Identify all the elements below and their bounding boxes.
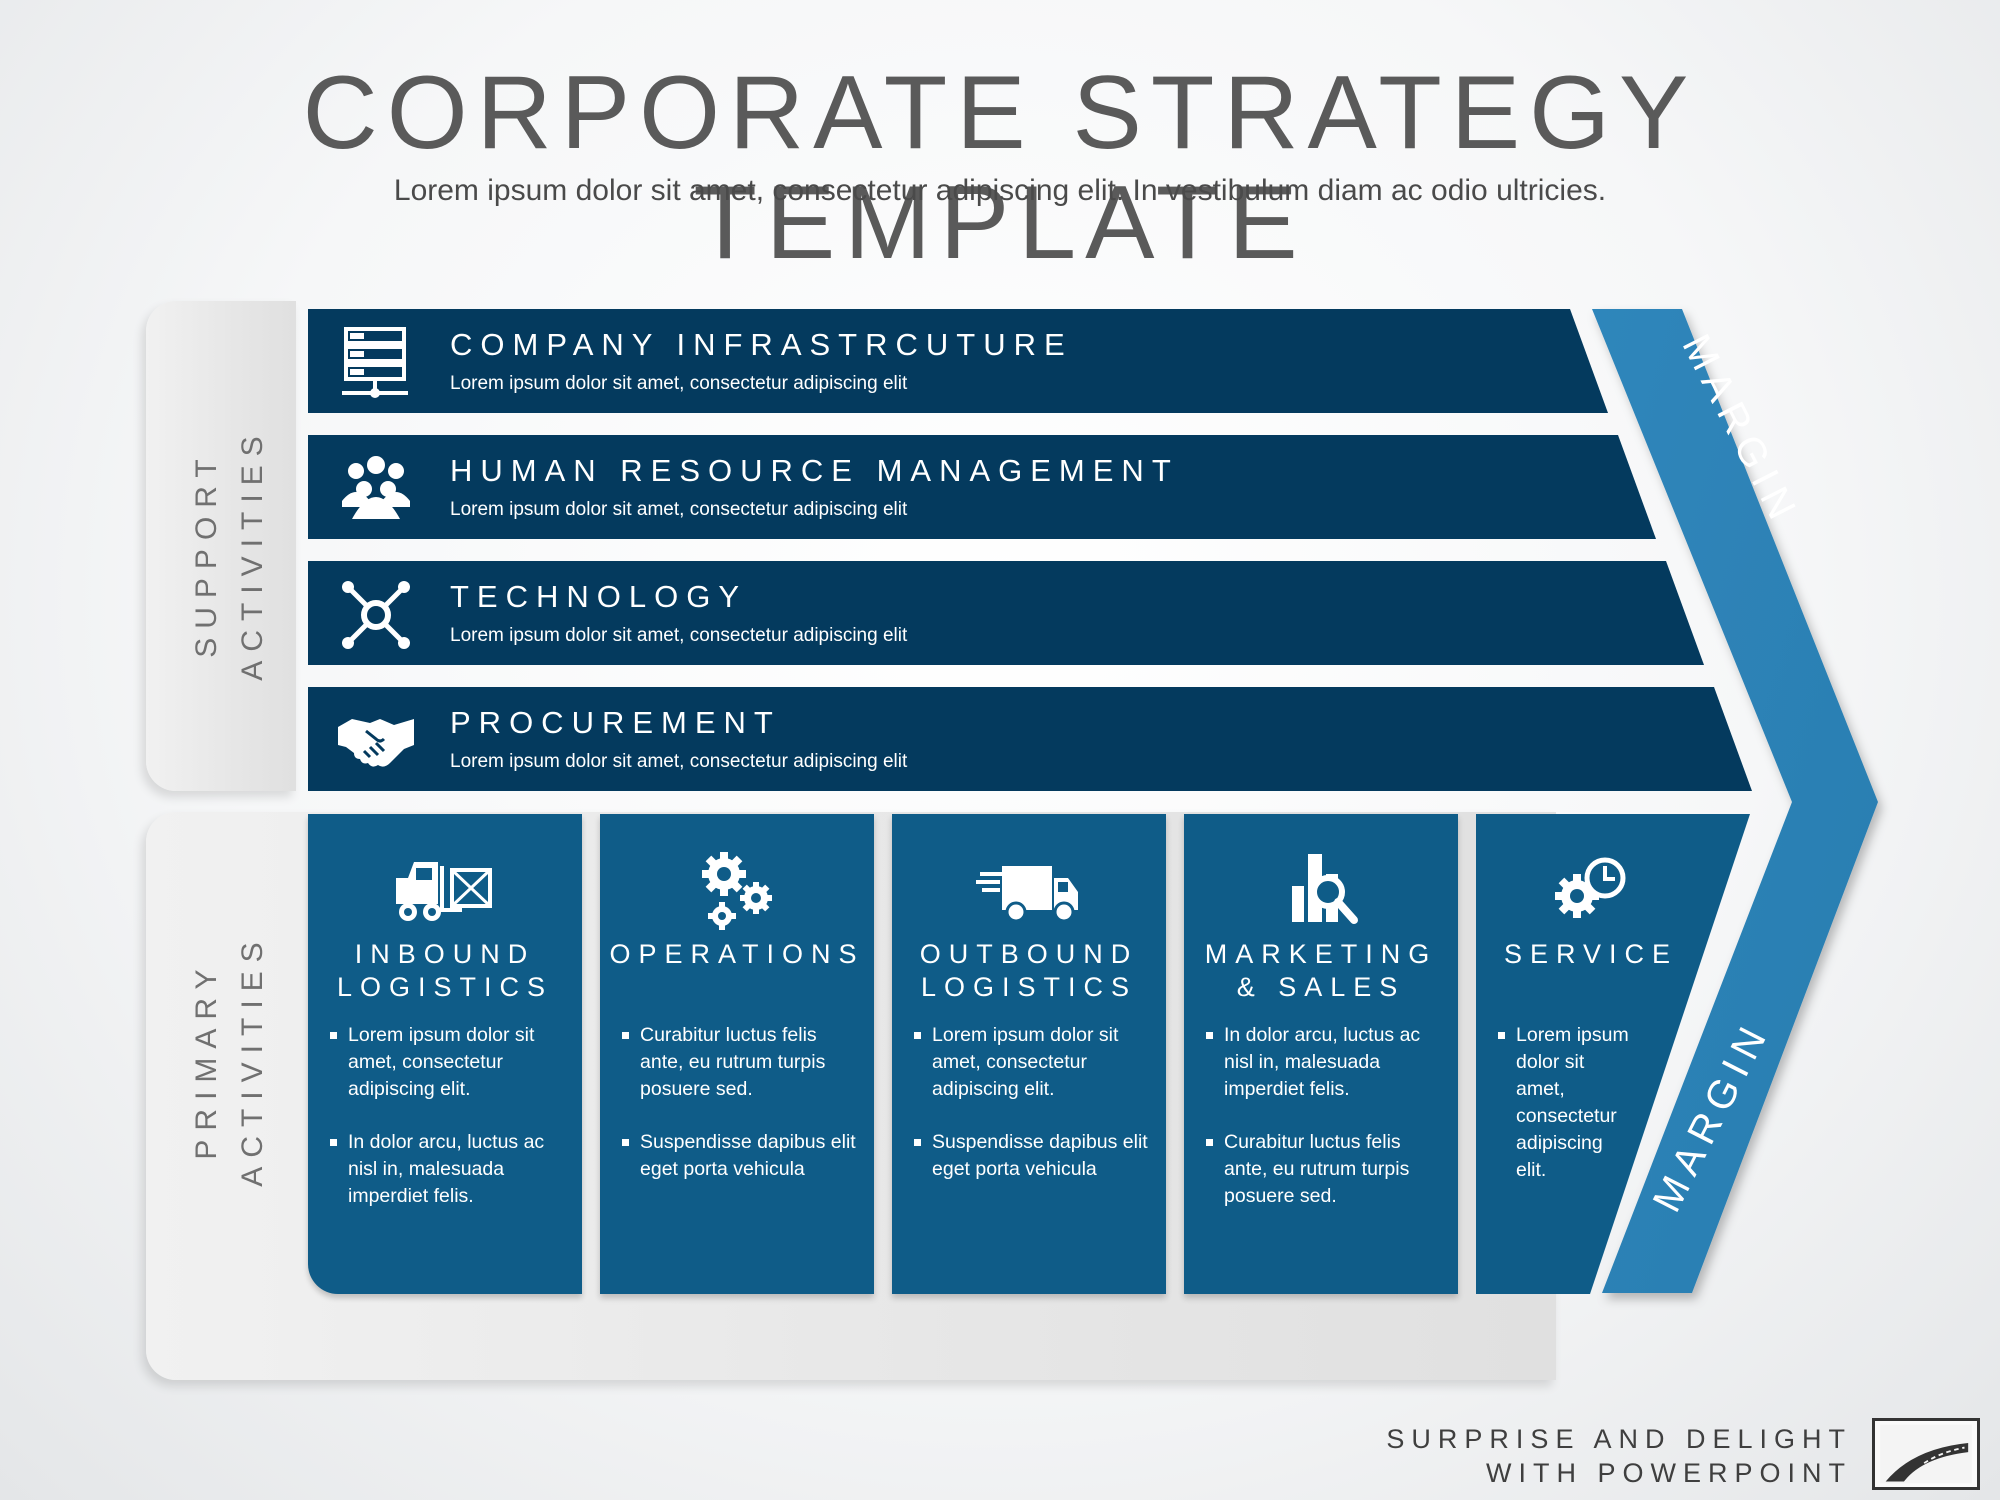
list-item: Lorem ipsum dolor sit amet, consectetur … (914, 1022, 1152, 1103)
support-bar-procurement: PROCUREMENT Lorem ipsum dolor sit amet, … (308, 687, 1752, 791)
list-item: Curabitur luctus felis ante, eu rutrum t… (1206, 1129, 1444, 1210)
bullet-list: Lorem ipsum dolor sit amet, consectetur … (330, 1022, 568, 1236)
bar-description: Lorem ipsum dolor sit amet, consectetur … (450, 373, 908, 394)
delivery-truck-icon (976, 866, 1078, 923)
page-subtitle: Lorem ipsum dolor sit amet, consectetur … (393, 174, 1607, 207)
network-icon (342, 581, 410, 649)
column-title: INBOUND LOGISTICS (336, 939, 554, 1002)
page-title: CORPORATE STRATEGY TEMPLATE (302, 55, 1698, 281)
primary-column-service: SERVICE Lorem ipsum dolor sit amet, cons… (1476, 814, 1750, 1294)
forklift-icon (396, 862, 492, 921)
list-item: Suspendisse dapibus elit eget porta vehi… (622, 1129, 860, 1183)
gear-clock-icon (1555, 857, 1626, 918)
list-item: Lorem ipsum dolor sit amet, consectetur … (1498, 1022, 1638, 1184)
column-title: OPERATIONS (609, 939, 865, 969)
support-bar-infrastructure: COMPANY INFRASTRCUTURE Lorem ipsum dolor… (308, 309, 1608, 413)
chart-magnifier-icon (1292, 854, 1358, 924)
bar-description: Lorem ipsum dolor sit amet, consectetur … (450, 499, 908, 520)
primary-column-inbound-logistics: INBOUND LOGISTICS Lorem ipsum dolor sit … (308, 814, 582, 1294)
list-item: Curabitur luctus felis ante, eu rutrum t… (622, 1022, 860, 1103)
primary-column-outbound-logistics: OUTBOUND LOGISTICS Lorem ipsum dolor sit… (892, 814, 1166, 1294)
primary-column-marketing-sales: MARKETING & SALES In dolor arcu, luctus … (1184, 814, 1458, 1294)
margin-label-top: MARGIN (1673, 327, 1808, 533)
bullet-list: In dolor arcu, luctus ac nisl in, malesu… (1206, 1022, 1444, 1236)
bullet-list: Lorem ipsum dolor sit amet, consectetur … (1498, 1022, 1638, 1210)
bar-description: Lorem ipsum dolor sit amet, consectetur … (450, 751, 908, 772)
primary-column-operations: OPERATIONS Curabitur luctus felis ante, … (600, 814, 874, 1294)
list-item: In dolor arcu, luctus ac nisl in, malesu… (330, 1129, 568, 1210)
primary-activities-label: PRIMARY ACTIVITIES (190, 933, 269, 1187)
bar-title: COMPANY INFRASTRCUTURE (450, 327, 1073, 362)
support-bar-hr: HUMAN RESOURCE MANAGEMENT Lorem ipsum do… (308, 435, 1656, 539)
footer-tagline: SURPRISE AND DELIGHT WITH POWERPOINT (1386, 1424, 1852, 1488)
column-title: SERVICE (1503, 939, 1679, 969)
bar-description: Lorem ipsum dolor sit amet, consectetur … (450, 625, 908, 646)
support-bracket (146, 301, 296, 791)
list-item: In dolor arcu, luctus ac nisl in, malesu… (1206, 1022, 1444, 1103)
column-title: OUTBOUND LOGISTICS (919, 939, 1139, 1002)
column-title: MARKETING & SALES (1204, 939, 1438, 1002)
bar-title: PROCUREMENT (450, 705, 781, 740)
people-icon (342, 456, 410, 519)
bar-title: HUMAN RESOURCE MANAGEMENT (450, 453, 1179, 488)
bullet-list: Lorem ipsum dolor sit amet, consectetur … (914, 1022, 1152, 1209)
list-item: Suspendisse dapibus elit eget porta vehi… (914, 1129, 1152, 1183)
server-icon (342, 327, 408, 398)
bar-title: TECHNOLOGY (450, 579, 748, 614)
support-bar-technology: TECHNOLOGY Lorem ipsum dolor sit amet, c… (308, 561, 1704, 665)
handshake-icon (338, 719, 414, 767)
support-activities-label: SUPPORT ACTIVITIES (190, 427, 269, 681)
road-logo-icon (1872, 1418, 1980, 1490)
list-item: Lorem ipsum dolor sit amet, consectetur … (330, 1022, 568, 1103)
bullet-list: Curabitur luctus felis ante, eu rutrum t… (622, 1022, 860, 1209)
gears-icon (702, 852, 772, 930)
